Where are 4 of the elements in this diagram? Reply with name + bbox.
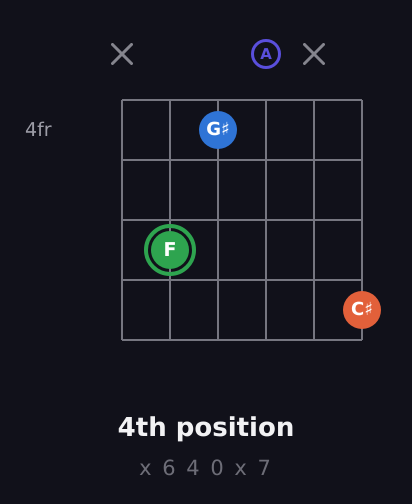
fret-numbers-caption: x 6 4 0 x 7: [139, 455, 273, 482]
fret-position-label: 4fr: [25, 118, 52, 143]
open-string-ring: A: [251, 39, 281, 69]
chord-title: 4th position: [118, 412, 294, 445]
